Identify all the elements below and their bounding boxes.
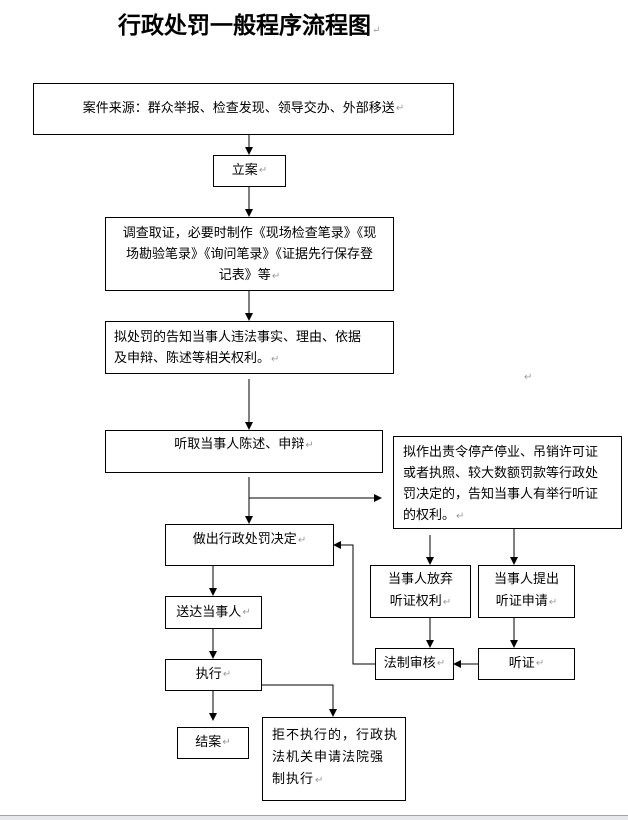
node-hearing-notice-line: 的权利。 [403,508,456,523]
node-close: 结案↵ [177,727,249,759]
node-enforce-line: 制执行 [272,772,315,787]
node-investigate-line: 调查取证，必要时制作《现场检查笔录》《现 [122,226,377,241]
node-decision-text: 做出行政处罚决定 [192,532,297,547]
node-apply: 当事人提出 听证申请↵ [478,565,575,618]
stray-paragraph-mark-icon: ↵ [524,372,533,383]
node-source: 案件来源：群众举报、检查发现、领导交办、外部移送↵ [33,83,454,135]
edge-execute-enforce [261,684,337,717]
paragraph-mark-icon: ↵ [258,165,268,176]
node-hearing-text: 听证 [508,656,535,671]
node-deliver: 送达当事人↵ [165,596,262,629]
paragraph-mark-icon: ↵ [535,658,545,669]
paragraph-mark-icon: ↵ [372,25,381,36]
node-hear-statement: 听取当事人陈述、申辩↵ [105,430,383,473]
paragraph-mark-icon: ↵ [395,103,405,114]
paragraph-mark-icon: ↵ [297,535,307,546]
node-hearing-notice: 拟作出责令停产停业、吊销许可证 或者执照、较大数额罚款等行政处 罚决定的，告知当… [393,436,622,529]
node-enforce-line: 拒不执行的，行政执 [272,728,399,743]
page-title: 行政处罚一般程序流程图↵ [118,6,380,40]
paragraph-mark-icon: ↵ [548,597,558,608]
paragraph-mark-icon: ↵ [222,737,231,748]
title-text: 行政处罚一般程序流程图 [118,12,371,39]
node-notify-line: 及申辩、陈述等相关权利。 [114,351,271,366]
paragraph-mark-icon: ↵ [436,658,446,669]
node-investigate-line: 场勘验笔录》《询问笔录》《证据先行保存登 [125,247,373,262]
node-hear-statement-text: 听取当事人陈述、申辩 [174,437,305,452]
paragraph-mark-icon: ↵ [305,440,314,451]
node-register: 立案↵ [213,155,286,187]
node-legal-review: 法制审核↵ [375,648,454,680]
edge-review-decision [333,541,375,665]
node-decision: 做出行政处罚决定↵ [165,524,334,566]
paragraph-mark-icon: ↵ [271,354,280,365]
paragraph-mark-icon: ↵ [315,775,325,786]
paragraph-mark-icon: ↵ [271,271,281,282]
node-investigate-line: 记表》等 [218,268,271,283]
paragraph-mark-icon: ↵ [442,597,452,608]
node-investigate: 调查取证，必要时制作《现场检查笔录》《现 场勘验笔录》《询问笔录》《证据先行保存… [105,217,394,291]
node-notify-line: 拟处罚的告知当事人违法事实、理由、依据 [114,330,362,345]
node-enforce-line: 法机关申请法院强 [272,750,385,765]
node-waive-line: 听证权利 [389,594,442,609]
node-hearing-notice-line: 拟作出责令停产停业、吊销许可证 [403,445,599,460]
node-apply-line: 当事人提出 [493,572,559,587]
node-execute: 执行↵ [165,659,262,691]
node-waive: 当事人放弃 听证权利↵ [370,565,471,618]
node-apply-line: 听证申请 [495,594,548,609]
node-close-text: 结案 [195,735,222,750]
status-bar [0,815,628,820]
node-legal-review-text: 法制审核 [383,656,436,671]
node-notify: 拟处罚的告知当事人违法事实、理由、依据 及申辩、陈述等相关权利。↵ [105,321,394,374]
node-execute-text: 执行 [195,667,222,682]
node-hearing-notice-line: 或者执照、较大数额罚款等行政处 [403,466,599,481]
node-source-text: 案件来源：群众举报、检查发现、领导交办、外部移送 [82,101,395,116]
paragraph-mark-icon: ↵ [222,669,232,680]
node-register-text: 立案 [231,163,258,178]
node-hearing: 听证↵ [478,648,575,680]
node-hearing-notice-line: 罚决定的，告知当事人有举行听证 [403,487,599,502]
node-deliver-text: 送达当事人 [176,604,242,620]
node-waive-line: 当事人放弃 [387,572,453,587]
paragraph-mark-icon: ↵ [456,511,465,522]
paragraph-mark-icon: ↵ [242,606,251,618]
node-enforce: 拒不执行的，行政执 法机关申请法院强 制执行↵ [262,717,406,801]
